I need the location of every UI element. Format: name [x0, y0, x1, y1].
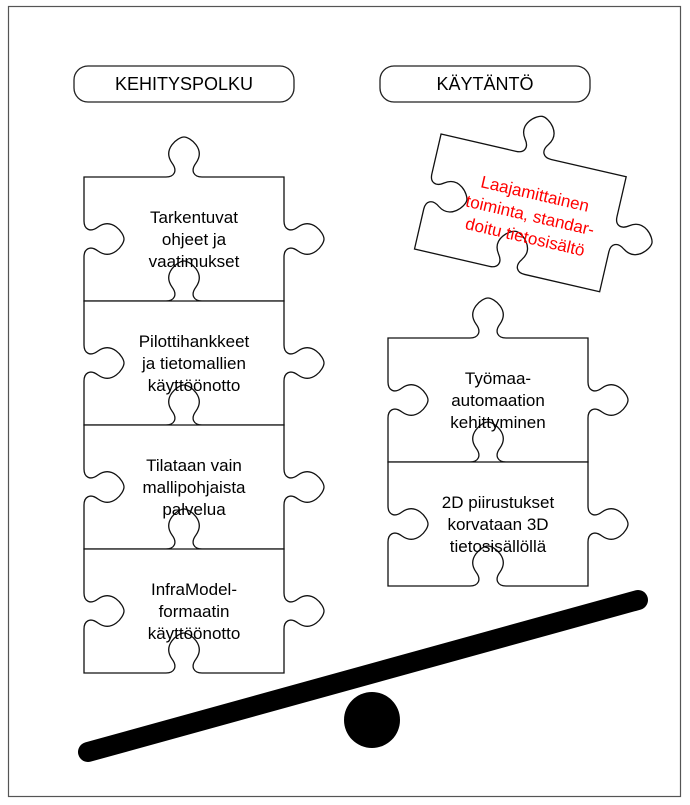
- left-puzzle-piece-text-line: ohjeet ja: [162, 230, 227, 249]
- left-puzzle-piece-text-line: käyttöönotto: [148, 624, 241, 643]
- right-puzzle-piece-shape: [387, 461, 629, 587]
- header-left-box: [73, 65, 295, 103]
- left-puzzle-piece: InfraModel-formaatin käyttöönotto: [83, 548, 325, 674]
- header-left-label: KEHITYSPOLKU: [115, 74, 253, 94]
- right-puzzle-piece: Työmaa-automaation kehittyminen: [387, 297, 629, 463]
- right-puzzle-piece-text-line: korvataan 3D: [447, 515, 548, 534]
- header-left: KEHITYSPOLKU: [73, 65, 295, 103]
- right-puzzle-piece-text-line: tietosisällöllä: [450, 537, 547, 556]
- right-puzzle-piece-text-line: 2D piirustukset: [442, 493, 555, 512]
- left-puzzle-piece: Pilottihankkeet ja tietomallien käyttöönot…: [83, 300, 325, 426]
- left-puzzle-piece-text-line: ja tietomallien: [141, 354, 246, 373]
- left-puzzle-column: Tarkentuvat ohjeet ja vaatimuksetPilottiha…: [83, 136, 325, 674]
- left-puzzle-piece-text-line: Tilataan vain: [146, 456, 242, 475]
- outer-frame: [7, 5, 682, 798]
- left-puzzle-piece-text-line: palvelua: [162, 500, 226, 519]
- left-puzzle-piece: Tarkentuvat ohjeet ja vaatimukset: [83, 136, 325, 302]
- left-puzzle-piece-text-line: InfraModel-: [151, 580, 237, 599]
- left-puzzle-piece-text-line: Pilottihankkeet: [139, 332, 250, 351]
- left-puzzle-piece-text-line: mallipohjaista: [143, 478, 247, 497]
- tilted-piece-body-shape: [413, 115, 653, 293]
- right-puzzle-column: Työmaa-automaation kehittyminen 2D piirust…: [387, 297, 629, 587]
- left-puzzle-piece-text-line: käyttöönotto: [148, 376, 241, 395]
- left-puzzle-piece-shape: [83, 424, 325, 550]
- right-puzzle-piece-text-line: automaation: [451, 391, 545, 410]
- right-puzzle-piece: 2D piirustukset korvataan 3D tietosisällöl…: [387, 461, 629, 587]
- header-right: KÄYTÄNTÖ: [379, 65, 591, 103]
- left-puzzle-piece: Tilataan vain mallipohjaista palvelua: [83, 424, 325, 550]
- seesaw: [78, 590, 648, 762]
- right-puzzle-piece-text-line: kehittyminen: [450, 413, 545, 432]
- seesaw-beam: [78, 590, 648, 762]
- left-puzzle-piece-text-line: formaatin: [159, 602, 230, 621]
- left-puzzle-piece-shape: [83, 548, 325, 674]
- left-puzzle-piece-text-line: Tarkentuvat: [150, 208, 238, 227]
- seesaw-fulcrum: [344, 692, 400, 748]
- right-puzzle-piece-text-line: Työmaa-: [465, 369, 531, 388]
- left-puzzle-piece-text-line: vaatimukset: [149, 252, 240, 271]
- header-right-box: [379, 65, 591, 103]
- header-right-label: KÄYTÄNTÖ: [436, 74, 533, 94]
- left-puzzle-piece-shape: [83, 300, 325, 426]
